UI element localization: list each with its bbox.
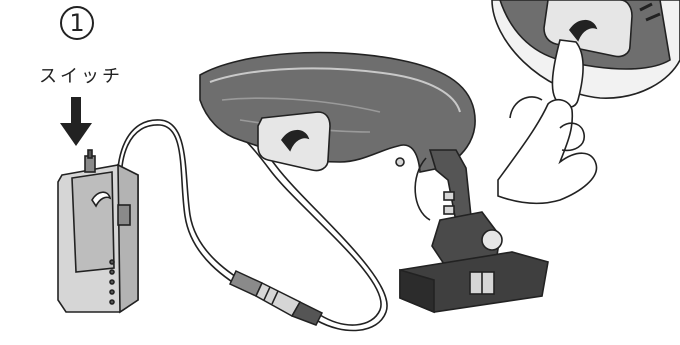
battery-pack-icon <box>58 150 138 312</box>
zoom-detail-icon <box>492 0 680 98</box>
down-arrow-icon <box>60 97 92 146</box>
cable-connector <box>230 271 322 325</box>
